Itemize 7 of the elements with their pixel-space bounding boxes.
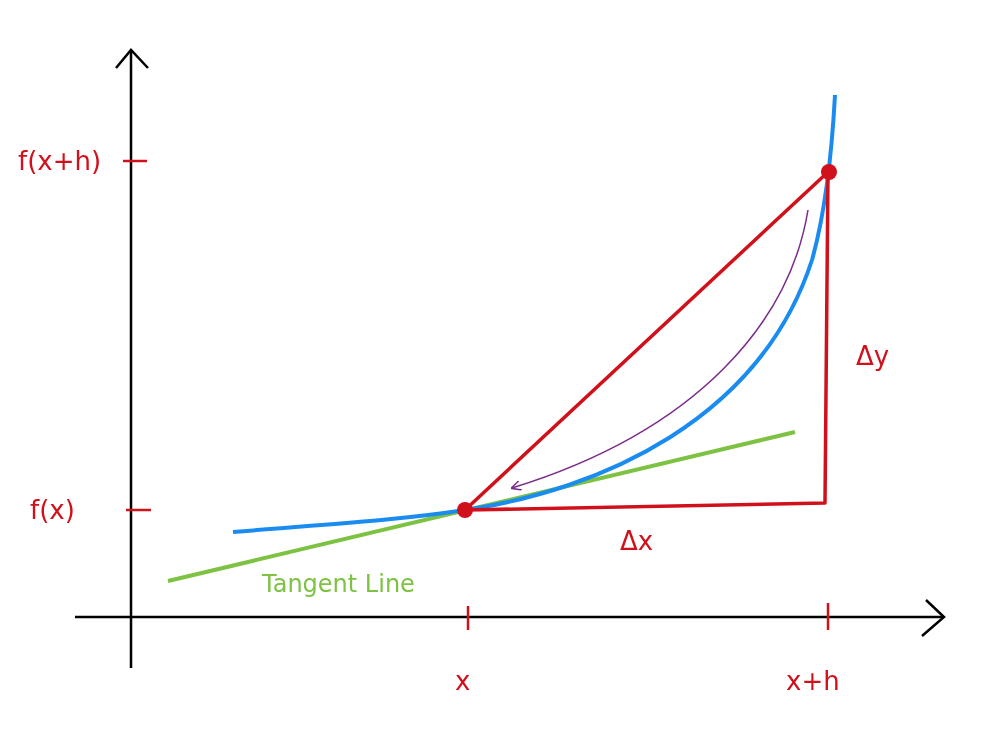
axis-label: f(x+h) (18, 148, 102, 174)
axis-label: f(x) (30, 497, 75, 523)
delta-label: Δy (856, 343, 890, 369)
axis-label: x+h (786, 668, 840, 694)
delta-label: Δx (620, 528, 654, 554)
tangent-label: Tangent Line (262, 572, 415, 596)
axis-label: x (455, 668, 471, 694)
